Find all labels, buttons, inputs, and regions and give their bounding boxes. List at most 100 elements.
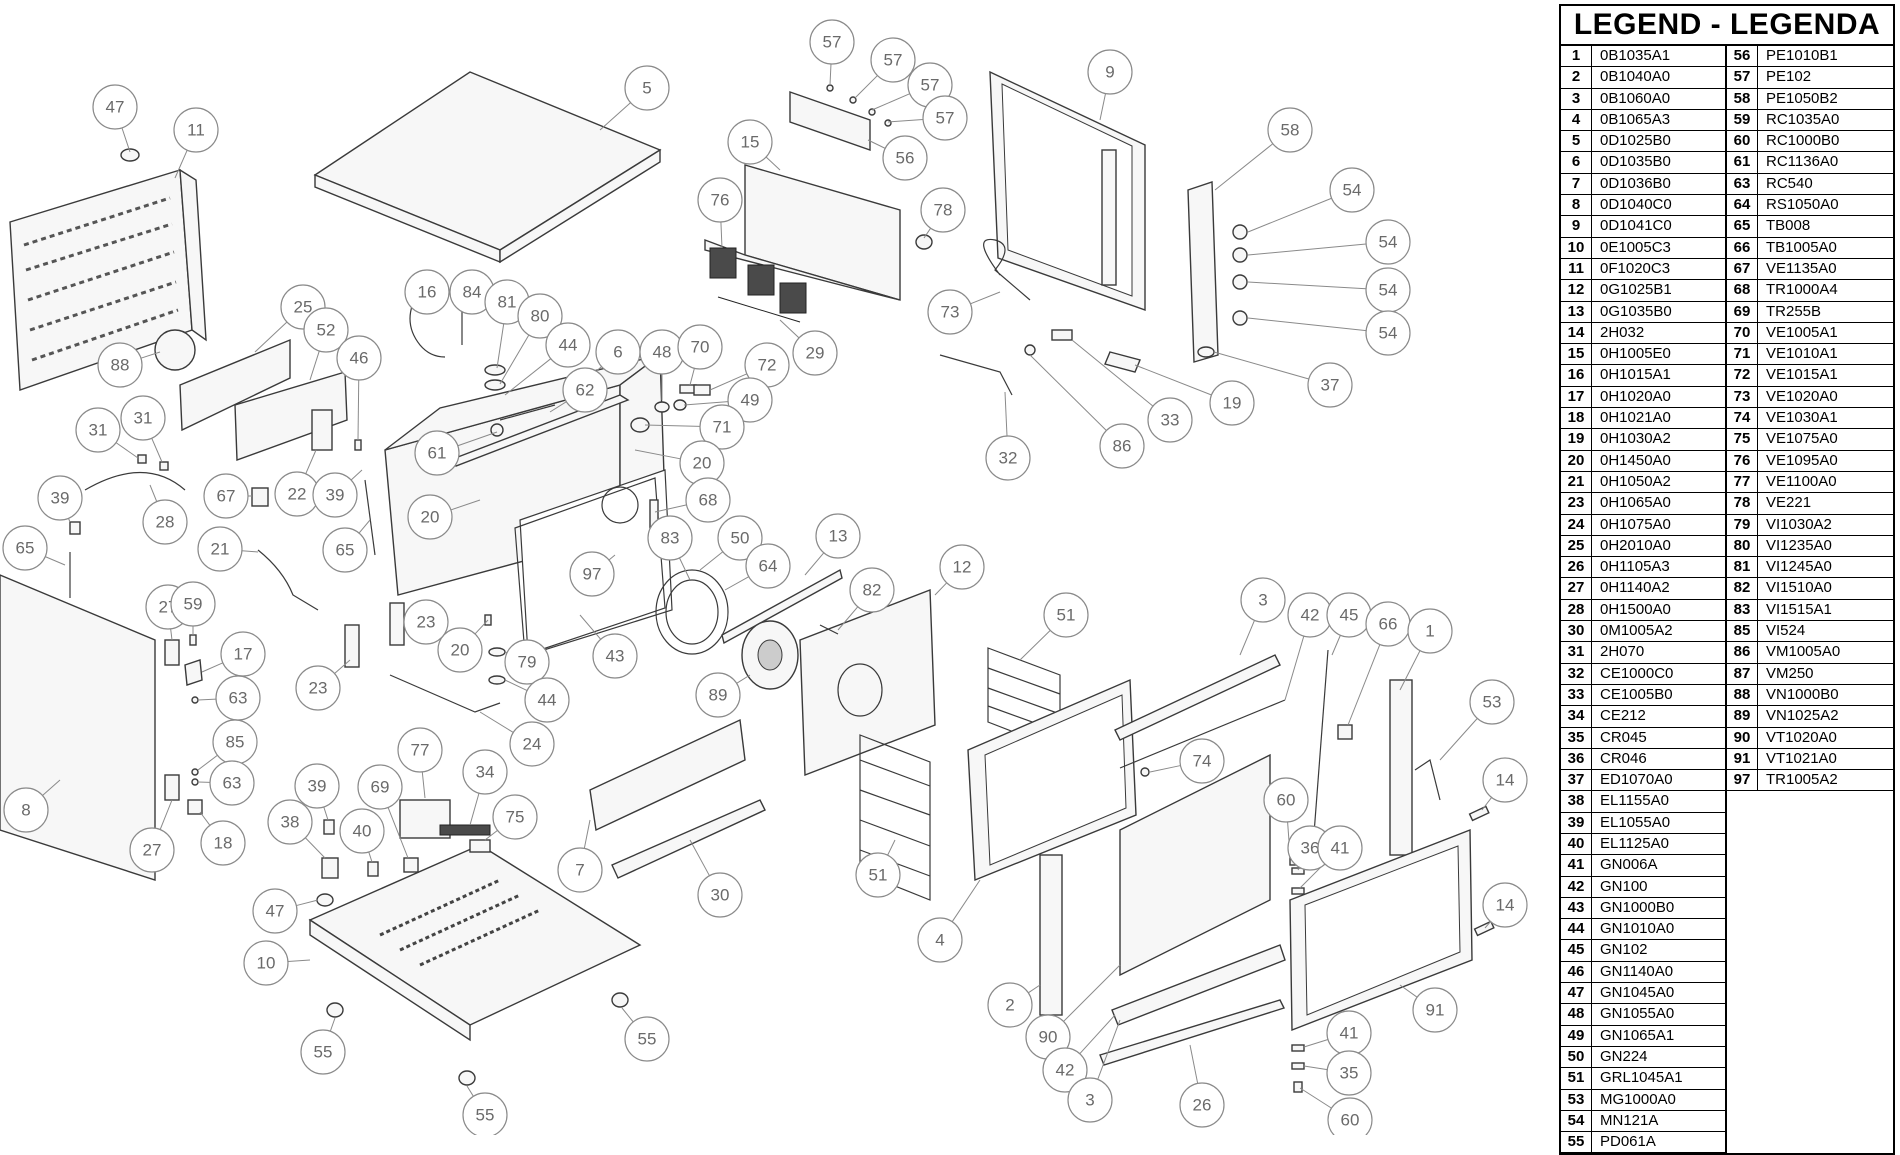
callout-label: 31 <box>134 409 153 428</box>
callout-label: 60 <box>1277 791 1296 810</box>
callout-leader-line <box>470 793 479 825</box>
legend-part-code: 0H1105A3 <box>1592 557 1670 577</box>
legend-part-code: PE1010B1 <box>1758 46 1838 66</box>
callout-bubble: 26 <box>1180 1083 1224 1127</box>
callout-label: 82 <box>863 581 882 600</box>
callout-leader-line <box>1348 644 1380 725</box>
callout-bubble: 33 <box>1148 398 1192 442</box>
legend-part-number: 33 <box>1561 685 1592 705</box>
legend-part-number: 20 <box>1561 451 1592 471</box>
legend-part-code: GN102 <box>1592 940 1648 960</box>
callout-bubble: 58 <box>1268 108 1312 152</box>
legend-part-code: RC540 <box>1758 174 1813 194</box>
callout-label: 32 <box>999 449 1018 468</box>
callout-bubble: 6 <box>596 330 640 374</box>
callout-bubble: 68 <box>686 478 730 522</box>
callout-bubble: 39 <box>313 473 357 517</box>
bushing-78 <box>916 235 932 249</box>
callout-bubble: 77 <box>398 728 442 772</box>
legend-part-number: 8 <box>1561 195 1592 215</box>
callout-leader-line <box>1064 965 1120 1021</box>
legend-part-code: RC1136A0 <box>1758 152 1838 172</box>
callout-leader-line <box>1248 318 1366 331</box>
legend-part-code: RS1050A0 <box>1758 195 1839 215</box>
callout-label: 20 <box>421 508 440 527</box>
legend-part-code: 0H1075A0 <box>1592 515 1671 535</box>
legend-part-code: 0D1035B0 <box>1592 152 1671 172</box>
legend-part-code: VI1235A0 <box>1758 536 1832 556</box>
callout-bubble: 32 <box>986 436 1030 480</box>
callout-label: 63 <box>229 689 248 708</box>
legend-part-number: 26 <box>1561 557 1592 577</box>
legend-part-code: 0H1500A0 <box>1592 600 1671 620</box>
callout-label: 3 <box>1258 591 1267 610</box>
legend-part-number: 71 <box>1727 344 1758 364</box>
callout-bubble: 30 <box>698 873 742 917</box>
callout-bubble: 44 <box>525 678 569 722</box>
legend-part-code: MN121A <box>1592 1111 1658 1131</box>
legend-part-number: 4 <box>1561 110 1592 130</box>
callout-leader-line <box>152 438 162 462</box>
callout-bubble: 1 <box>1408 609 1452 653</box>
legend-part-number: 42 <box>1561 877 1592 897</box>
legend-part-code: GRL1045A1 <box>1592 1068 1683 1088</box>
legend-part-number: 28 <box>1561 600 1592 620</box>
bracket-27a <box>165 640 179 665</box>
callout-label: 19 <box>1223 394 1242 413</box>
callout-label: 73 <box>941 303 960 322</box>
callout-label: 7 <box>575 861 584 880</box>
callout-label: 89 <box>709 686 728 705</box>
legend-part-code: GN1000B0 <box>1592 898 1674 918</box>
callout-label: 33 <box>1161 411 1180 430</box>
callout-label: 88 <box>111 356 130 375</box>
callout-label: 85 <box>226 733 245 752</box>
legend-part-number: 21 <box>1561 472 1592 492</box>
legend-part-code: VI1515A1 <box>1758 600 1832 620</box>
legend-part-number: 74 <box>1727 408 1758 428</box>
door-handle <box>1415 760 1440 800</box>
legend-part-code: EL1055A0 <box>1592 813 1670 833</box>
callout-bubble: 19 <box>1210 381 1254 425</box>
callout-label: 21 <box>211 540 230 559</box>
callout-bubble: 51 <box>1044 593 1088 637</box>
callout-leader-line <box>935 583 947 595</box>
legend-part-number: 75 <box>1727 429 1758 449</box>
callout-label: 81 <box>498 293 517 312</box>
legend-part-number: 76 <box>1727 451 1758 471</box>
legend-part-number: 65 <box>1727 216 1758 236</box>
connector-72 <box>694 385 710 395</box>
callout-leader-line <box>766 157 780 170</box>
legend-part-number: 13 <box>1561 302 1592 322</box>
foot-55b <box>612 993 628 1007</box>
door-hinge-bar <box>1102 150 1116 285</box>
callout-leader-line <box>830 64 831 85</box>
callout-bubble: 2 <box>988 983 1032 1027</box>
legend-part-code: 0B1060A0 <box>1592 89 1670 109</box>
callout-bubble: 20 <box>408 495 452 539</box>
callout-leader-line <box>116 443 138 458</box>
callout-label: 48 <box>653 343 672 362</box>
callout-bubble: 11 <box>174 108 218 152</box>
legend-part-code: TB008 <box>1758 216 1810 236</box>
callout-leader-line <box>1005 392 1007 436</box>
legend-part-code: VE1075A0 <box>1758 429 1838 449</box>
callout-label: 50 <box>731 529 750 548</box>
callout-leader-line <box>780 320 799 338</box>
callout-bubble: 42 <box>1288 593 1332 637</box>
callout-leader-line <box>1285 636 1304 700</box>
callout-bubble: 91 <box>1413 988 1457 1032</box>
callout-bubble: 63 <box>216 676 260 720</box>
callout-label: 22 <box>288 485 307 504</box>
